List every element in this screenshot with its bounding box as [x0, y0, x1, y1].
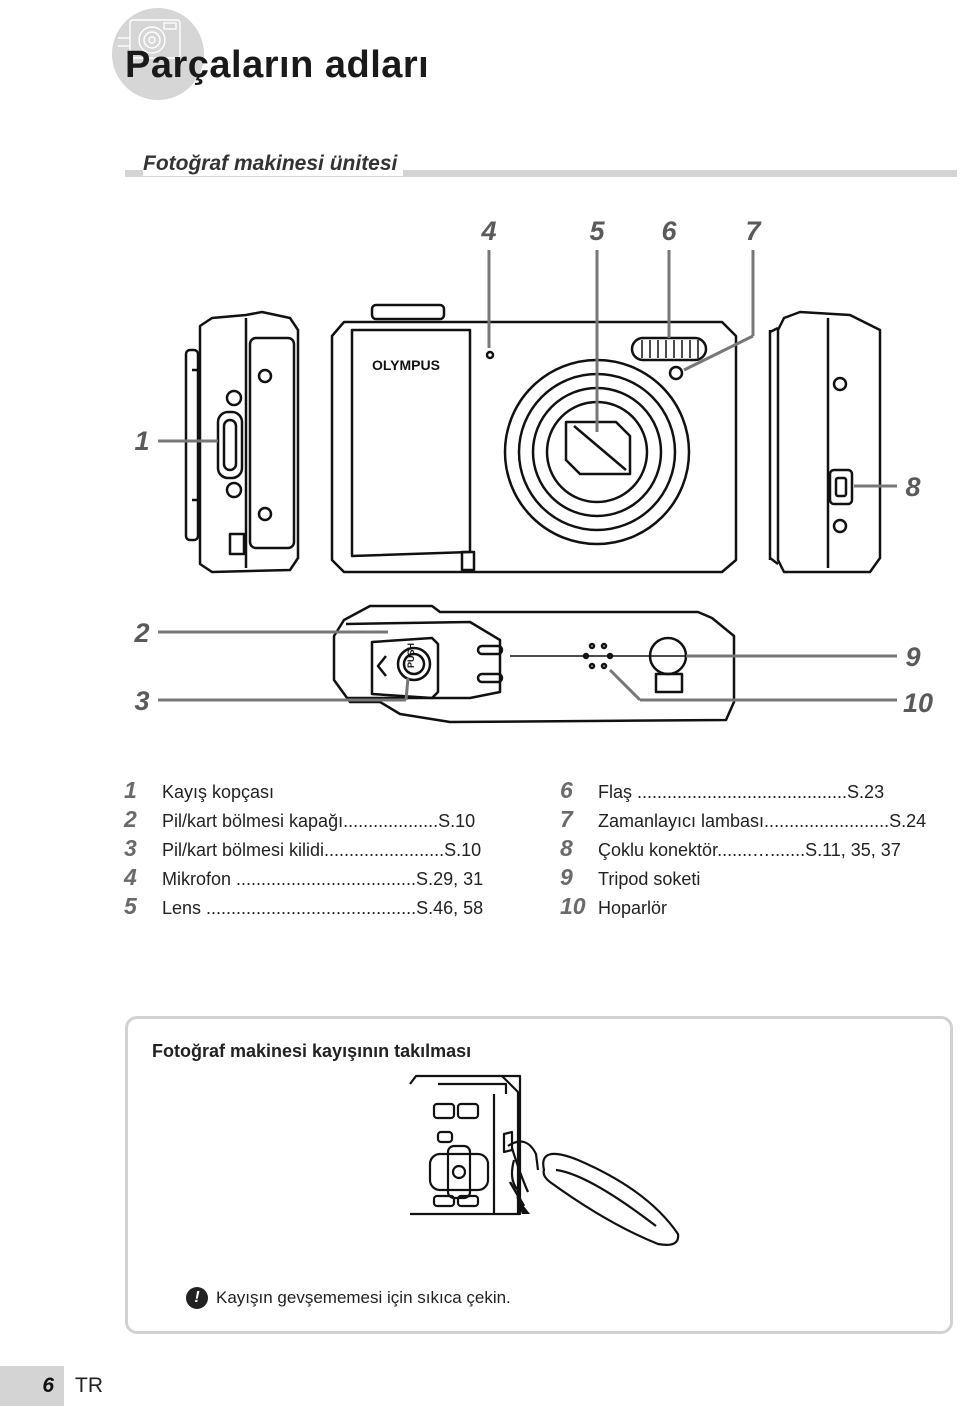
page-title: Parçaların adları	[125, 44, 430, 86]
camera-bottom-view	[332, 604, 736, 724]
push-label: PUSH	[406, 643, 416, 668]
part-item: 6 Flaş ..................................…	[560, 776, 926, 805]
part-number: 9	[560, 864, 573, 890]
callout-9: 9	[905, 642, 920, 672]
caution-text: Kayışın gevşememesi için sıkıca çekin.	[216, 1288, 511, 1307]
part-label: Flaş ...................................…	[598, 782, 885, 802]
callout-4: 4	[480, 216, 496, 246]
part-item: 1 Kayış kopçası	[124, 776, 483, 805]
callout-1: 1	[134, 426, 149, 456]
parts-list-right: 6 Flaş ..................................…	[560, 776, 926, 921]
part-item: 2 Pil/kart bölmesi kapağı................…	[124, 805, 483, 834]
part-number: 4	[124, 864, 137, 890]
camera-left-side-view	[184, 310, 300, 574]
part-item: 10 Hoparlör	[560, 892, 926, 921]
part-number: 7	[560, 806, 573, 832]
callout-2: 2	[133, 618, 149, 648]
part-label: Pil/kart bölmesi kilidi.................…	[162, 840, 482, 860]
part-item: 3 Pil/kart bölmesi kilidi................…	[124, 834, 483, 863]
language-code: TR	[75, 1374, 103, 1397]
part-label: Zamanlayıcı lambası.....................…	[598, 811, 927, 831]
part-item: 5 Lens ..................................…	[124, 892, 483, 921]
part-item: 9 Tripod soketi	[560, 863, 926, 892]
page-number: 6	[42, 1374, 54, 1397]
strap-illustration	[409, 1074, 680, 1246]
callout-7: 7	[745, 216, 762, 246]
section-title: Fotoğraf makinesi ünitesi	[143, 152, 404, 176]
part-number: 3	[124, 835, 137, 861]
camera-front-view	[330, 303, 738, 574]
part-number: 6	[560, 777, 573, 803]
part-number: 2	[124, 806, 137, 832]
part-number: 8	[560, 835, 573, 861]
camera-diagram: PUSH OLYMPUS 4 5 6 7 1 8 2 3 9 10	[133, 216, 933, 724]
part-label: Lens ...................................…	[162, 898, 484, 918]
part-number: 5	[124, 893, 137, 919]
part-number: 10	[560, 893, 586, 919]
part-label: Tripod soketi	[598, 869, 701, 889]
page-number-tab: 6	[0, 1366, 64, 1406]
caution-icon: !	[186, 1287, 208, 1309]
callout-8: 8	[905, 472, 920, 502]
part-label: Kayış kopçası	[162, 782, 275, 802]
part-label: Çoklu konektör.......….......S.11, 35, 3…	[598, 840, 901, 860]
brand-logo: OLYMPUS	[372, 357, 440, 373]
part-item: 4 Mikrofon ..............................…	[124, 863, 483, 892]
parts-list-left: 1 Kayış kopçası 2 Pil/kart bölmesi kapağı.…	[124, 776, 483, 921]
callout-3: 3	[134, 686, 149, 716]
camera-right-side-view	[768, 310, 882, 574]
callout-5: 5	[589, 216, 605, 246]
header-emblem-icon	[112, 8, 204, 100]
part-label: Mikrofon ...............................…	[162, 869, 484, 889]
strap-title: Fotoğraf makinesi kayışının takılması	[152, 1041, 472, 1061]
callout-10: 10	[903, 688, 933, 718]
part-label: Hoparlör	[598, 898, 668, 918]
section-divider	[125, 170, 957, 177]
part-item: 8 Çoklu konektör.......….......S.11, 35, …	[560, 834, 926, 863]
part-label: Pil/kart bölmesi kapağı.................…	[162, 811, 476, 831]
caution-note: ! Kayışın gevşememesi için sıkıca çekin.	[186, 1287, 511, 1309]
strap-instructions-box: Fotoğraf makinesi kayışının takılması !	[125, 1016, 953, 1334]
part-item: 7 Zamanlayıcı lambası....................…	[560, 805, 926, 834]
callout-6: 6	[661, 216, 677, 246]
part-number: 1	[124, 777, 137, 803]
